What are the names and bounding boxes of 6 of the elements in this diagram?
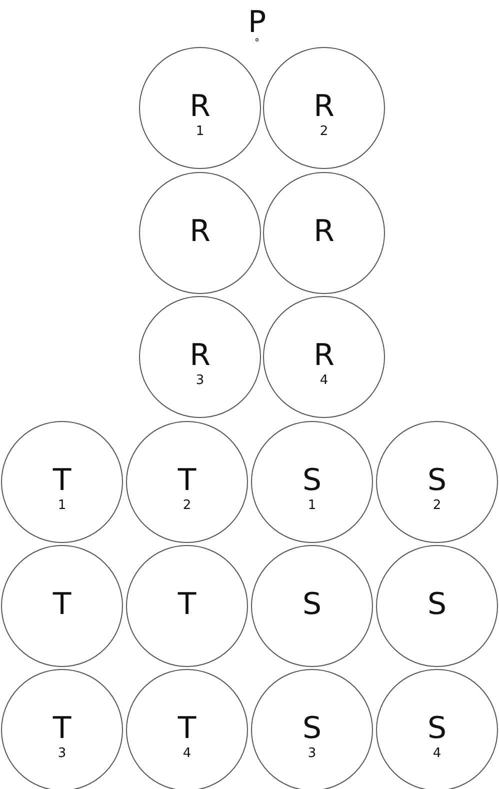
letter-circle: S — [376, 545, 498, 667]
letter-circle: T — [126, 545, 248, 667]
letter-circle: R — [139, 172, 261, 294]
letter-circle: T — [1, 545, 123, 667]
letter-circle: R — [263, 172, 385, 294]
letter-circle: S — [251, 545, 373, 667]
